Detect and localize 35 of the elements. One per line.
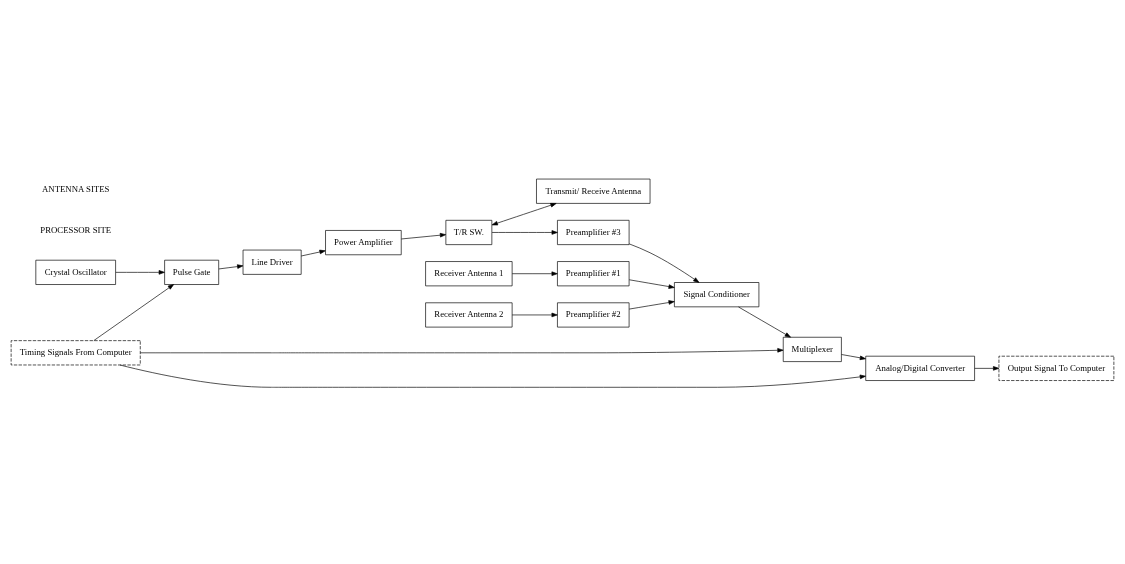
arrow xyxy=(119,364,866,388)
node-box: Power Amplifier xyxy=(325,229,402,255)
arrow xyxy=(841,353,866,360)
node-box: T/R SW. xyxy=(445,219,493,245)
node-box: Multiplexer xyxy=(782,336,842,362)
node-box: Pulse Gate xyxy=(164,259,220,285)
arrow xyxy=(115,269,165,275)
label: PROCESSOR SITE xyxy=(40,224,112,235)
node-box: Analog/Digital Converter xyxy=(865,355,975,381)
arrow xyxy=(628,243,700,283)
arrow xyxy=(300,249,326,256)
node-box: Preamplifier #3 xyxy=(557,219,630,245)
node-box: Preamplifier #1 xyxy=(557,260,630,286)
arrow xyxy=(93,283,174,341)
node-box: Signal Conditioner xyxy=(674,281,760,307)
arrow xyxy=(218,263,244,269)
node-box: Output Signal To Computer xyxy=(998,355,1115,381)
arrow xyxy=(491,229,558,235)
node-box: Crystal Oscillator xyxy=(35,259,116,285)
arrow xyxy=(139,347,784,353)
arrow xyxy=(628,278,675,289)
node-box: Receiver Antenna 1 xyxy=(425,260,513,286)
arrow xyxy=(628,299,675,309)
arrow xyxy=(974,365,1000,371)
arrow xyxy=(511,312,558,317)
arrow xyxy=(738,306,791,337)
label: ANTENNA SITES xyxy=(41,183,110,194)
arrow xyxy=(491,202,557,225)
arrow xyxy=(511,271,558,276)
node-box: Timing Signals From Computer xyxy=(10,339,141,365)
node-box: Preamplifier #2 xyxy=(557,301,630,327)
node-box: Receiver Antenna 2 xyxy=(425,301,513,327)
node-box: Line Driver xyxy=(242,249,302,275)
node-box: Transmit/ Receive Antenna xyxy=(536,178,651,204)
arrow xyxy=(401,232,446,239)
